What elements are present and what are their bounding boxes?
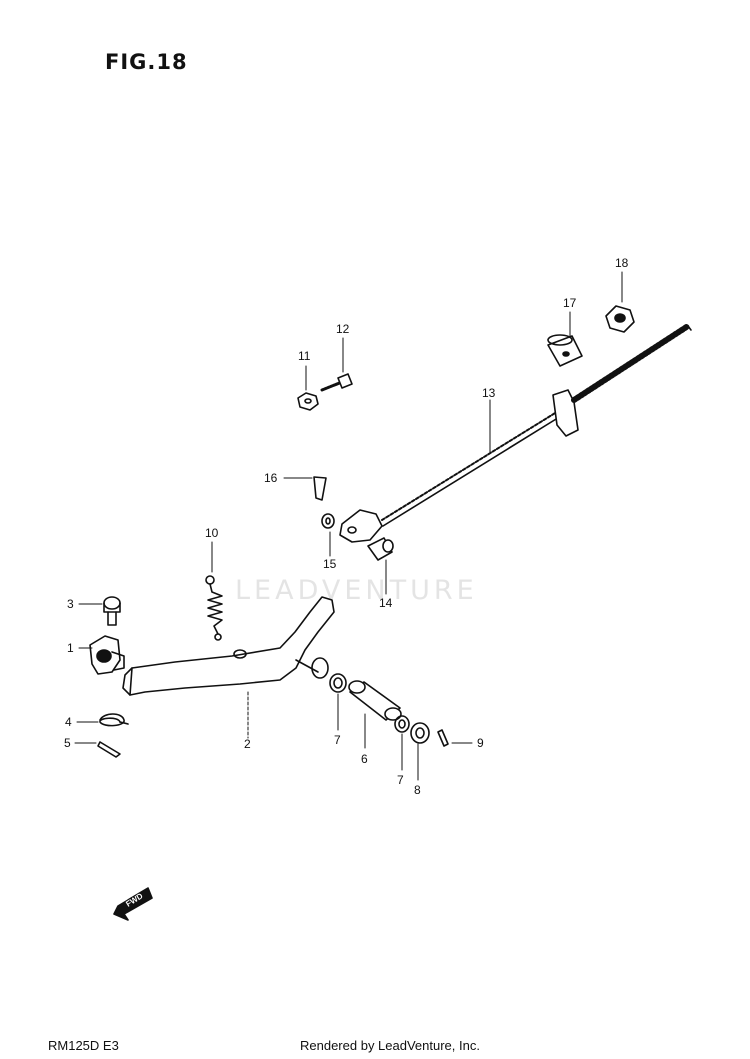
bolt-12 [320,373,353,392]
cotter-pin-16 [313,476,327,501]
credit-line: Rendered by LeadVenture, Inc. [300,1038,480,1053]
callout-10: 10 [205,526,219,540]
callout-12: 12 [336,322,350,336]
adjuster-nut-18 [605,305,635,333]
callout-1: 1 [67,641,74,655]
washer-8 [410,722,430,744]
leader-lines [74,271,623,781]
brake-rod-13 [339,323,692,543]
figure-title: FIG.18 [105,50,188,74]
fwd-arrow-icon [113,887,153,921]
washer-7a [329,673,347,693]
callout-17: 17 [563,296,577,310]
callout-3: 3 [67,597,74,611]
callout-7b: 7 [397,773,404,787]
callout-13: 13 [482,386,496,400]
cotter-pin-9 [437,729,449,747]
callout-6: 6 [361,752,368,766]
callout-7a: 7 [334,733,341,747]
clevis-pin-14 [367,537,394,561]
washer-15 [321,513,335,529]
model-code: RM125D E3 [48,1038,119,1053]
callout-labels: 1 2 3 4 5 6 7 7 8 9 10 11 12 13 14 15 16… [64,256,629,797]
callout-5: 5 [64,736,71,750]
tension-spring-10 [205,575,223,641]
sleeve-6 [348,680,402,721]
callout-4: 4 [65,715,72,729]
callout-11: 11 [298,349,311,363]
callout-14: 14 [379,596,393,610]
watermark-text: LEADVENTURE [235,575,478,606]
callout-15: 15 [323,557,337,571]
callout-16: 16 [264,471,278,485]
washer-7b [394,715,410,733]
collar-17 [547,334,583,367]
callout-2: 2 [244,737,251,751]
callout-9: 9 [477,736,484,750]
spring-4 [99,713,129,727]
callout-8: 8 [414,783,421,797]
nut-11 [297,392,319,411]
bolt-3 [103,596,121,626]
pedal-bracket [89,635,125,675]
brake-pedal-lever [122,596,335,696]
callout-18: 18 [615,256,629,270]
cotter-pin-5 [97,741,121,758]
